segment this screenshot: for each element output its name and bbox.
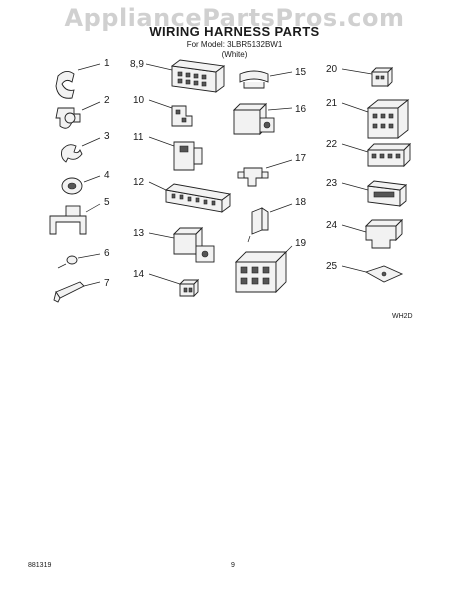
part-17-terminal [237,159,293,187]
part-22-connector [341,142,412,168]
callout-10: 10 [133,95,145,106]
part-18-terminal [247,203,293,243]
callout-16: 16 [295,104,307,115]
part-5-bracket [49,203,101,235]
part-6-screw [57,253,101,269]
callout-5: 5 [104,197,110,208]
part-3-clip [61,137,101,163]
part-10-terminal-block [148,99,193,127]
callout-25: 25 [326,261,338,272]
page-number: 9 [231,562,235,569]
part-14-small-plug [148,273,200,298]
part-19-block-connector [234,245,293,294]
document-number: 881319 [28,562,52,569]
part-7-strap [53,281,101,303]
part-21-block [341,99,410,139]
part-25-plate [341,265,404,283]
part-13-plug [148,226,215,263]
part-12-strip-connector [148,181,232,213]
part-16-housing [232,102,293,136]
callout-2: 2 [104,95,110,106]
model-line: For Model: 3LBR5132BW1 [186,40,283,49]
callout-15: 15 [295,67,307,78]
callout-20: 20 [326,64,338,75]
color-line: (White) [221,50,248,59]
callout-1: 1 [104,58,110,69]
callout-18: 18 [295,197,307,208]
callout-8-9: 8,9 [130,59,144,70]
diagram-code: WH2D [392,313,413,320]
part-1-clip [55,63,101,99]
callout-6: 6 [104,248,110,259]
part-20-cap [341,66,394,88]
callout-4: 4 [104,170,110,181]
callout-3: 3 [104,131,110,142]
callout-11: 11 [133,132,144,143]
callout-24: 24 [326,220,338,231]
part-23-connector [341,180,408,207]
callout-7: 7 [104,278,110,289]
callout-13: 13 [133,228,145,239]
callout-17: 17 [295,153,307,164]
callout-22: 22 [326,139,338,150]
callout-14: 14 [133,269,145,280]
part-2-clamp [55,101,101,129]
part-4-grommet [61,175,101,195]
model-info: For Model: 3LBR5132BW1 (White) [0,40,469,60]
part-11-housing [148,136,203,171]
callout-19: 19 [295,238,307,249]
part-8-9-connector [145,59,226,93]
part-24-housing [341,218,404,249]
part-15-cover [239,70,293,89]
callout-12: 12 [133,177,145,188]
callout-21: 21 [326,98,338,109]
callout-23: 23 [326,178,338,189]
page-title: WIRING HARNESS PARTS [149,24,320,39]
